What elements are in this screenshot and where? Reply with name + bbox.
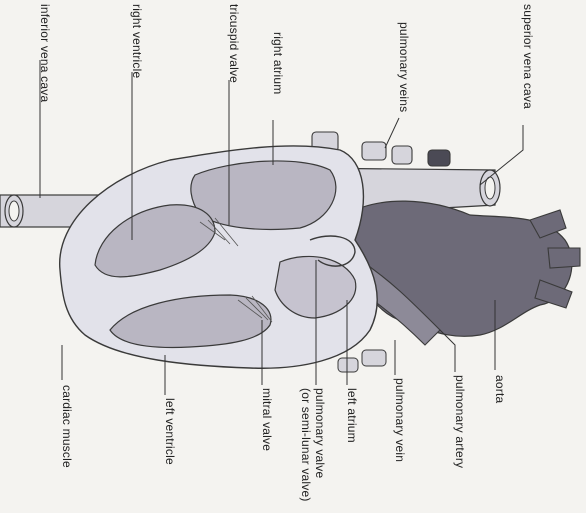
label-tricuspid-valve: tricuspid valve [227, 4, 241, 83]
label-right-ventricle: right ventricle [130, 4, 144, 78]
label-aorta: aorta [493, 375, 507, 403]
label-pulmonary-artery: pulmonary artery [453, 375, 467, 468]
label-left-ventricle: left ventricle [163, 398, 177, 465]
label-right-atrium: right atrium [271, 32, 285, 94]
label-superior-vena-cava: superior vena cava [521, 4, 535, 109]
label-left-atrium: left atrium [345, 388, 359, 443]
label-pulmonary-veins: pulmonary veins [397, 22, 411, 112]
pulmonary-vein-stub [362, 350, 386, 366]
label-pulmonary-vein: pulmonary vein [393, 378, 407, 462]
right-atrium-chamber [191, 161, 336, 230]
label-mitral-valve: mitral valve [260, 388, 274, 451]
label-pulmonary-valve-alt: (or semi-lunar valve) [299, 388, 313, 502]
label-cardiac-muscle: cardiac muscle [60, 385, 74, 468]
label-pulmonary-valve: pulmonary valve [313, 388, 327, 478]
label-inferior-vena-cava: inferior vena cava [38, 4, 52, 102]
